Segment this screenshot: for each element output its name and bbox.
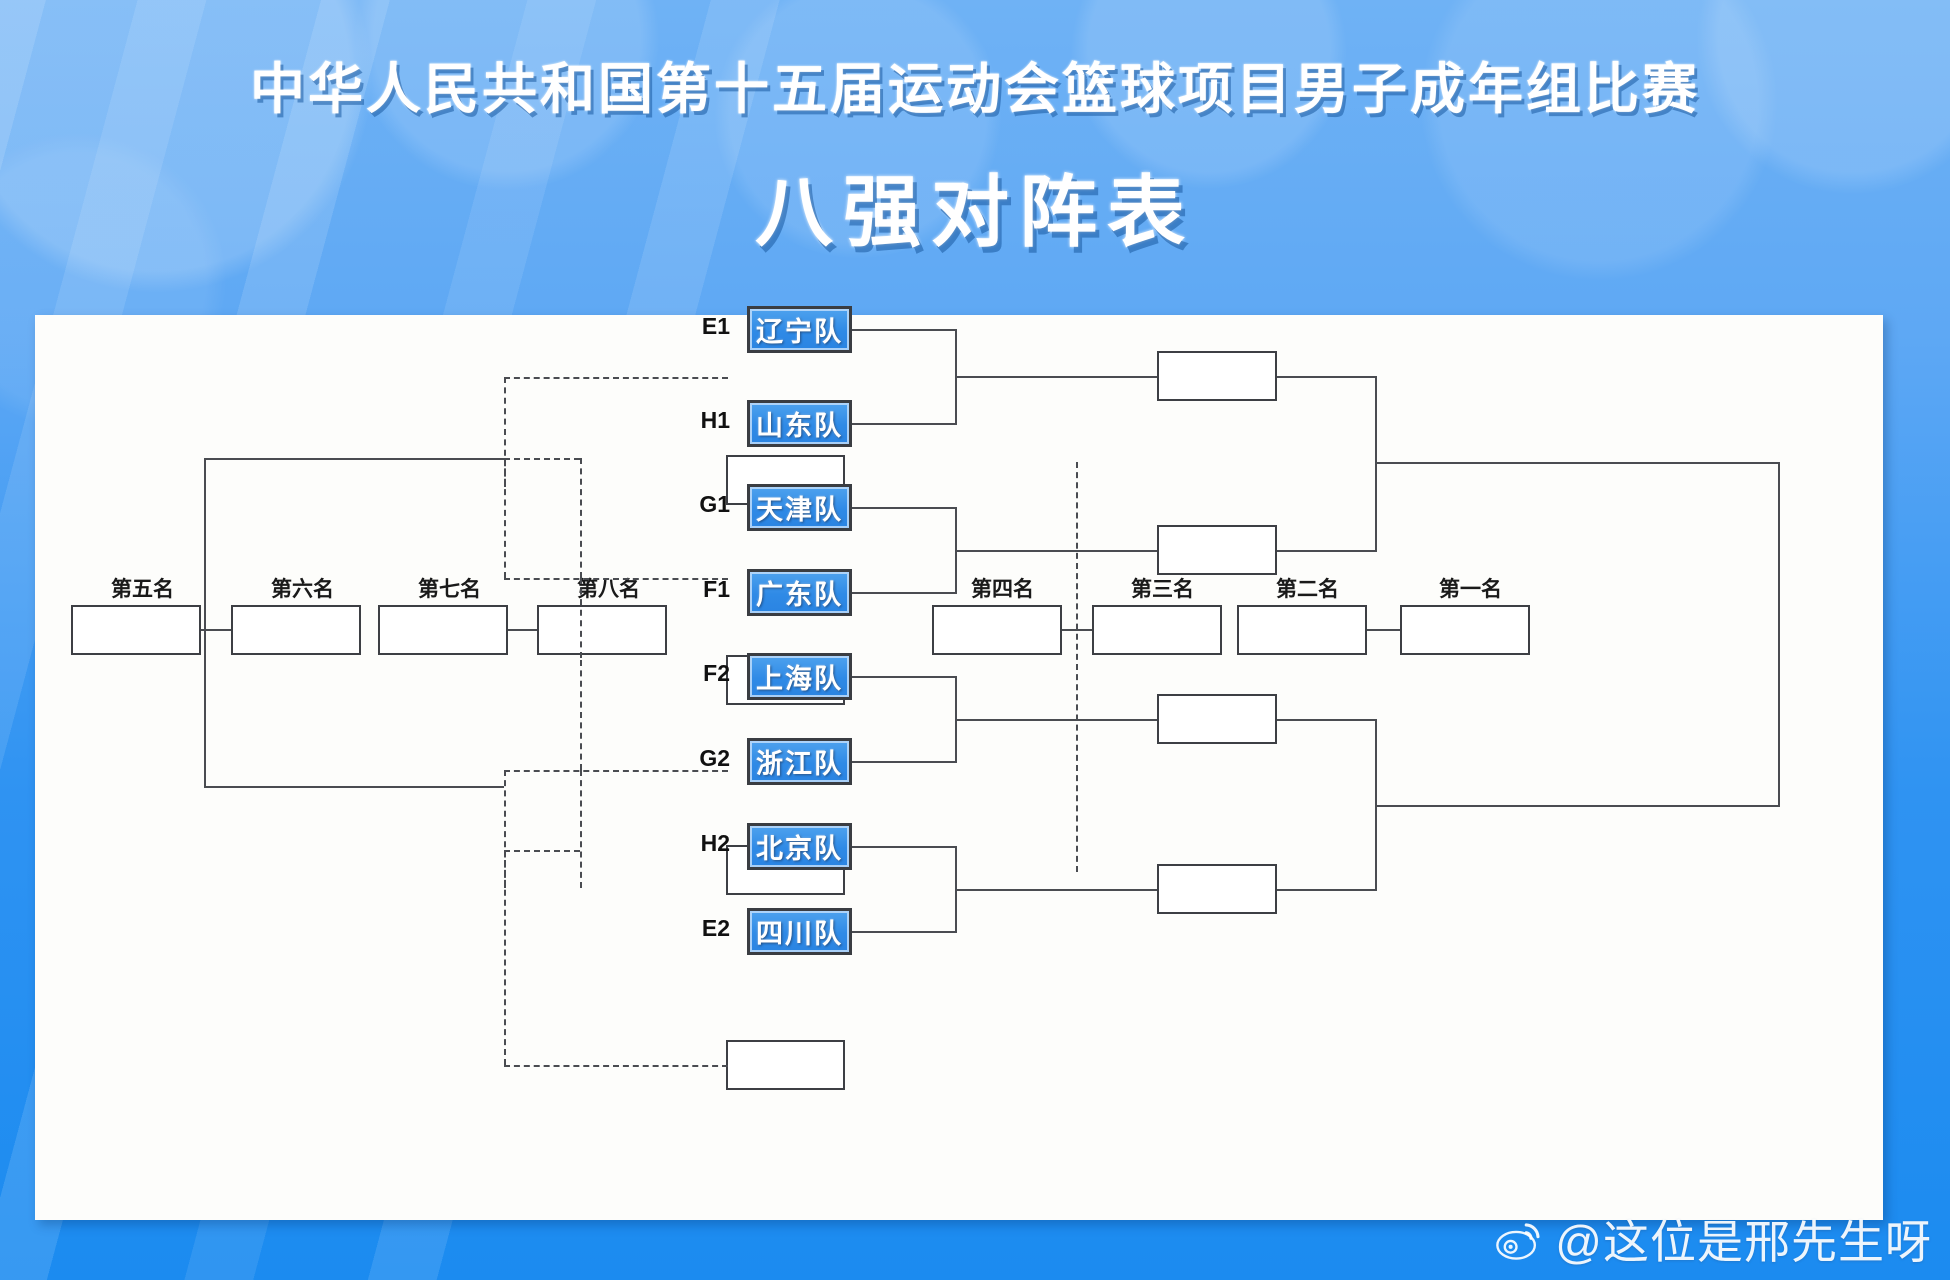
weibo-icon (1496, 1223, 1540, 1260)
lower-dashed-mid-arm (504, 850, 580, 852)
upper-dashed-bottom-arm (504, 578, 728, 580)
sf-upper-out (1375, 462, 1780, 464)
rank-label-third: 第三名 (1131, 578, 1194, 601)
qf2-bottom-arm (852, 592, 957, 594)
rank-slot-sixth[interactable] (231, 605, 361, 655)
lower-dashed-vertical-right (580, 770, 582, 888)
semifinal-slot-4[interactable] (1157, 864, 1277, 914)
rank-label-fifth: 第五名 (111, 578, 174, 601)
page-subtitle: 八强对阵表 (754, 168, 1195, 256)
team-box-guangdong[interactable]: 广东队 (747, 569, 852, 616)
rank-slot-first[interactable] (1400, 605, 1530, 655)
page-title: 中华人民共和国第十五届运动会篮球项目男子成年组比赛 (249, 58, 1700, 120)
upper-dashed-vertical-right (580, 458, 582, 578)
qf2-top-arm (852, 507, 957, 509)
upper-dashed-vertical-left (504, 377, 506, 487)
team-name-guangdong: 广东队 (756, 580, 843, 610)
sf-upper-bottom-arm (1277, 550, 1377, 552)
bracket-board: 第五名 第六名 第七名 第八名 E1 H1 G1 F1 F2 G2 H2 E2 … (35, 306, 1883, 1220)
upper-dashed-top-arm (504, 377, 728, 379)
final-spine-vertical (1778, 462, 1780, 807)
qf1-out (955, 376, 1157, 378)
rank-label-fourth: 第四名 (971, 578, 1034, 601)
rank-slot-seventh[interactable] (378, 605, 508, 655)
qf1-bottom-arm (852, 423, 957, 425)
seed-h2: H2 (700, 830, 730, 856)
rank-slot-second[interactable] (1237, 605, 1367, 655)
lower-dashed-vertical-left (504, 770, 506, 888)
team-name-sichuan: 四川队 (756, 919, 843, 949)
qf3-bottom-arm (852, 761, 957, 763)
left-spine-vertical (204, 458, 206, 788)
rank-label-second: 第二名 (1276, 578, 1339, 601)
seed-e1: E1 (701, 313, 730, 339)
team-box-tianjin[interactable]: 天津队 (747, 484, 852, 531)
upper-dashed-mid-arm (504, 458, 580, 460)
team-box-beijing[interactable]: 北京队 (747, 823, 852, 870)
sf-lower-out (1375, 805, 1780, 807)
right-dashed-divider (1076, 462, 1078, 872)
semifinal-slot-3[interactable] (1157, 694, 1277, 744)
team-box-shanghai[interactable]: 上海队 (747, 653, 852, 700)
watermark-text: @这位是邢先生呀 (1555, 1216, 1932, 1268)
team-name-zhejiang: 浙江队 (756, 749, 843, 779)
team-box-shandong[interactable]: 山东队 (747, 400, 852, 447)
qf4-out (955, 889, 1157, 891)
rank-label-seventh: 第七名 (418, 578, 481, 601)
rank-slot-fourth[interactable] (932, 605, 1062, 655)
rank-slot-fifth[interactable] (71, 605, 201, 655)
connector-7-8 (508, 629, 537, 631)
team-box-zhejiang[interactable]: 浙江队 (747, 738, 852, 785)
seed-f1: F1 (703, 576, 730, 602)
lower-dashed-bottom-arm (504, 1065, 728, 1067)
connector-2-1 (1367, 629, 1400, 631)
lower-dashed-drop-left (504, 850, 506, 1065)
sf-lower-bottom-arm (1277, 889, 1377, 891)
watermark: @这位是邢先生呀 (1495, 1206, 1932, 1272)
sf-upper-top-arm (1277, 376, 1377, 378)
sf-lower-top-arm (1277, 719, 1377, 721)
rank-label-sixth: 第六名 (271, 578, 334, 601)
seed-e2: E2 (701, 915, 730, 941)
qf4-bottom-arm (852, 931, 957, 933)
qf3-top-arm (852, 676, 957, 678)
sf-upper-vertical (1375, 376, 1377, 552)
team-name-shandong: 山东队 (756, 411, 843, 441)
qf4-top-arm (852, 846, 957, 848)
team-box-liaoning[interactable]: 辽宁队 (747, 306, 852, 353)
semifinal-slot-1[interactable] (1157, 351, 1277, 401)
team-box-sichuan[interactable]: 四川队 (747, 908, 852, 955)
left-spine-bottom-arm (204, 786, 504, 788)
consolation-slot-4[interactable] (726, 1040, 845, 1090)
lower-dashed-vertical-top (580, 660, 582, 770)
rank-label-first: 第一名 (1439, 578, 1502, 601)
seed-g1: G1 (699, 491, 730, 517)
rank-label-eighth: 第八名 (577, 578, 640, 601)
seed-f2: F2 (703, 660, 730, 686)
upper-dashed-drop (580, 578, 582, 658)
qf3-out (955, 719, 1157, 721)
semifinal-slot-2[interactable] (1157, 525, 1277, 575)
header: 中华人民共和国第十五届运动会篮球项目男子成年组比赛 八强对阵表 (0, 44, 1950, 262)
rank-slot-third[interactable] (1092, 605, 1222, 655)
rank-slot-eighth[interactable] (537, 605, 667, 655)
upper-dashed-vertical-left-lower (504, 458, 506, 578)
connector-5-6 (201, 629, 231, 631)
seed-g2: G2 (699, 745, 730, 771)
left-spine-top-arm (204, 458, 504, 460)
team-name-beijing: 北京队 (756, 834, 843, 864)
qf1-top-arm (852, 329, 957, 331)
qf2-out (955, 550, 1157, 552)
lower-dashed-top-arm (504, 770, 728, 772)
seed-h1: H1 (700, 407, 730, 433)
team-name-liaoning: 辽宁队 (756, 317, 843, 347)
team-name-shanghai: 上海队 (756, 664, 843, 694)
team-name-tianjin: 天津队 (756, 495, 843, 525)
